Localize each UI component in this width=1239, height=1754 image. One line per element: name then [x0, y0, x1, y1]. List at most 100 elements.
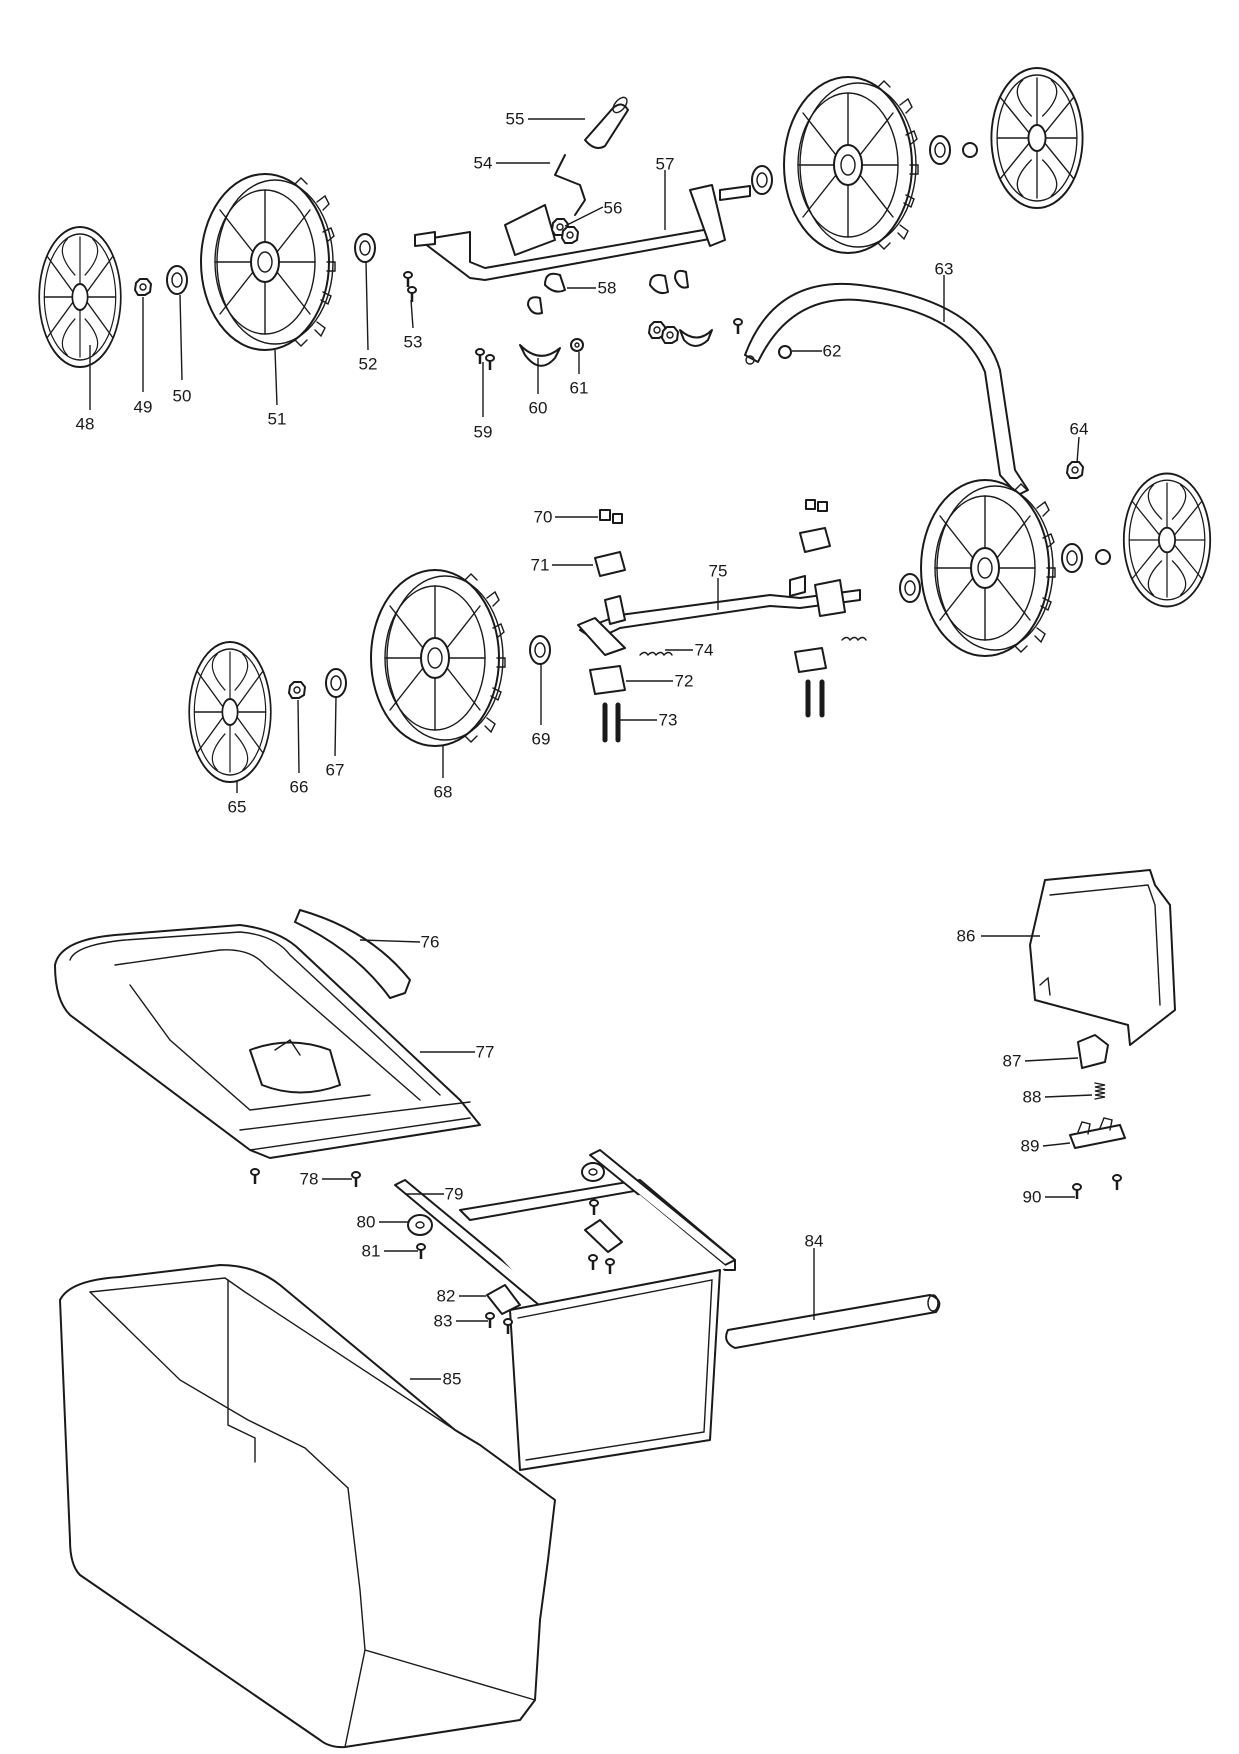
callout-label: 59: [474, 422, 493, 441]
callout-label: 79: [445, 1184, 464, 1203]
clip-60: [519, 317, 744, 367]
axle-57: [414, 184, 751, 281]
callout-78: 78: [300, 1169, 352, 1188]
rod-84: [725, 1294, 941, 1349]
nut-56: [551, 218, 579, 244]
leader-line: [179, 294, 183, 381]
callout-label: 90: [1023, 1187, 1042, 1206]
callout-71: 71: [531, 555, 593, 574]
callout-66: 66: [290, 699, 308, 796]
callout-51: 51: [268, 349, 286, 428]
callout-52: 52: [359, 261, 377, 373]
callout-label: 49: [134, 397, 153, 416]
washer-right-top: [962, 142, 978, 158]
handle-bar-63: [744, 282, 1029, 496]
leader-line: [365, 261, 369, 351]
wheel-51: [200, 173, 336, 351]
washer-right-mid: [1095, 549, 1111, 565]
hubcap-65: [188, 641, 272, 783]
frame-79: [394, 1149, 736, 1471]
callout-74: 74: [665, 640, 713, 659]
callout-label: 68: [434, 782, 453, 801]
callout-89: 89: [1021, 1136, 1071, 1155]
callout-53: 53: [404, 299, 423, 351]
spring-74: [639, 636, 867, 657]
callout-label: 63: [935, 259, 954, 278]
leader-line: [334, 696, 337, 757]
callout-68: 68: [434, 745, 453, 801]
hubcap-right-top: [990, 67, 1084, 209]
callout-label: 65: [228, 797, 247, 816]
spring-88: [1094, 1082, 1106, 1100]
callout-label: 83: [434, 1311, 453, 1330]
nut-49: [134, 278, 152, 296]
bearing-67: [325, 668, 347, 698]
callout-label: 74: [695, 640, 714, 659]
callout-87: 87: [1003, 1051, 1079, 1070]
bearing-right-mid-2: [1061, 543, 1083, 573]
callout-81: 81: [362, 1241, 418, 1260]
callout-label: 62: [823, 341, 842, 360]
bearing-right-top: [751, 165, 773, 195]
leader-line: [274, 349, 278, 406]
callout-54: 54: [474, 153, 550, 172]
wheel-68: [370, 569, 506, 747]
callout-label: 78: [300, 1169, 319, 1188]
callout-69: 69: [532, 664, 551, 748]
callout-label: 61: [570, 378, 589, 397]
screws-90: [1071, 1173, 1123, 1201]
callout-79: 79: [405, 1184, 463, 1203]
callout-label: 57: [656, 154, 675, 173]
callout-label: 73: [659, 710, 678, 729]
callout-63: 63: [935, 259, 954, 322]
callout-label: 88: [1023, 1087, 1042, 1106]
callout-label: 55: [506, 109, 525, 128]
callout-56: 56: [564, 198, 622, 227]
callout-77: 77: [420, 1042, 494, 1061]
callout-90: 90: [1023, 1187, 1075, 1206]
callout-label: 48: [76, 414, 95, 433]
callout-label: 50: [173, 386, 192, 405]
callout-label: 77: [476, 1042, 495, 1061]
callout-label: 89: [1021, 1136, 1040, 1155]
nuts-70: [599, 499, 828, 524]
screws-53: [402, 270, 418, 304]
callout-label: 81: [362, 1241, 381, 1260]
callout-82: 82: [437, 1286, 486, 1305]
wheel-right-mid: [920, 479, 1056, 657]
callout-label: 71: [531, 555, 550, 574]
callout-65: 65: [228, 782, 247, 816]
bearing-69: [529, 635, 551, 665]
callout-label: 54: [474, 153, 493, 172]
callout-59: 59: [474, 362, 493, 441]
leader-line: [1042, 1142, 1071, 1147]
bracket-89: [1069, 1117, 1126, 1149]
washer-80: [407, 1214, 433, 1236]
grass-bag-85: [59, 1264, 556, 1749]
block-71: [594, 527, 831, 577]
callout-label: 60: [529, 398, 548, 417]
callout-label: 75: [709, 561, 728, 580]
grass-box-lid-77: [54, 924, 481, 1159]
callout-83: 83: [434, 1311, 488, 1330]
callout-label: 76: [421, 932, 440, 951]
axle-75: [577, 575, 861, 656]
callout-49: 49: [134, 297, 153, 416]
handle-grip-55: [584, 96, 629, 149]
callout-55: 55: [506, 109, 585, 128]
callout-label: 80: [357, 1212, 376, 1231]
callout-85: 85: [410, 1369, 461, 1388]
callout-86: 86: [957, 926, 1040, 945]
hubcap-right-mid: [1122, 472, 1212, 608]
nut-64: [1066, 461, 1084, 479]
callout-label: 69: [532, 729, 551, 748]
callout-label: 67: [326, 760, 345, 779]
callout-label: 87: [1003, 1051, 1022, 1070]
callout-88: 88: [1023, 1087, 1093, 1106]
washer-62: [778, 345, 792, 359]
callout-label: 53: [404, 332, 423, 351]
leader-line: [297, 699, 300, 774]
callout-62: 62: [792, 341, 841, 360]
